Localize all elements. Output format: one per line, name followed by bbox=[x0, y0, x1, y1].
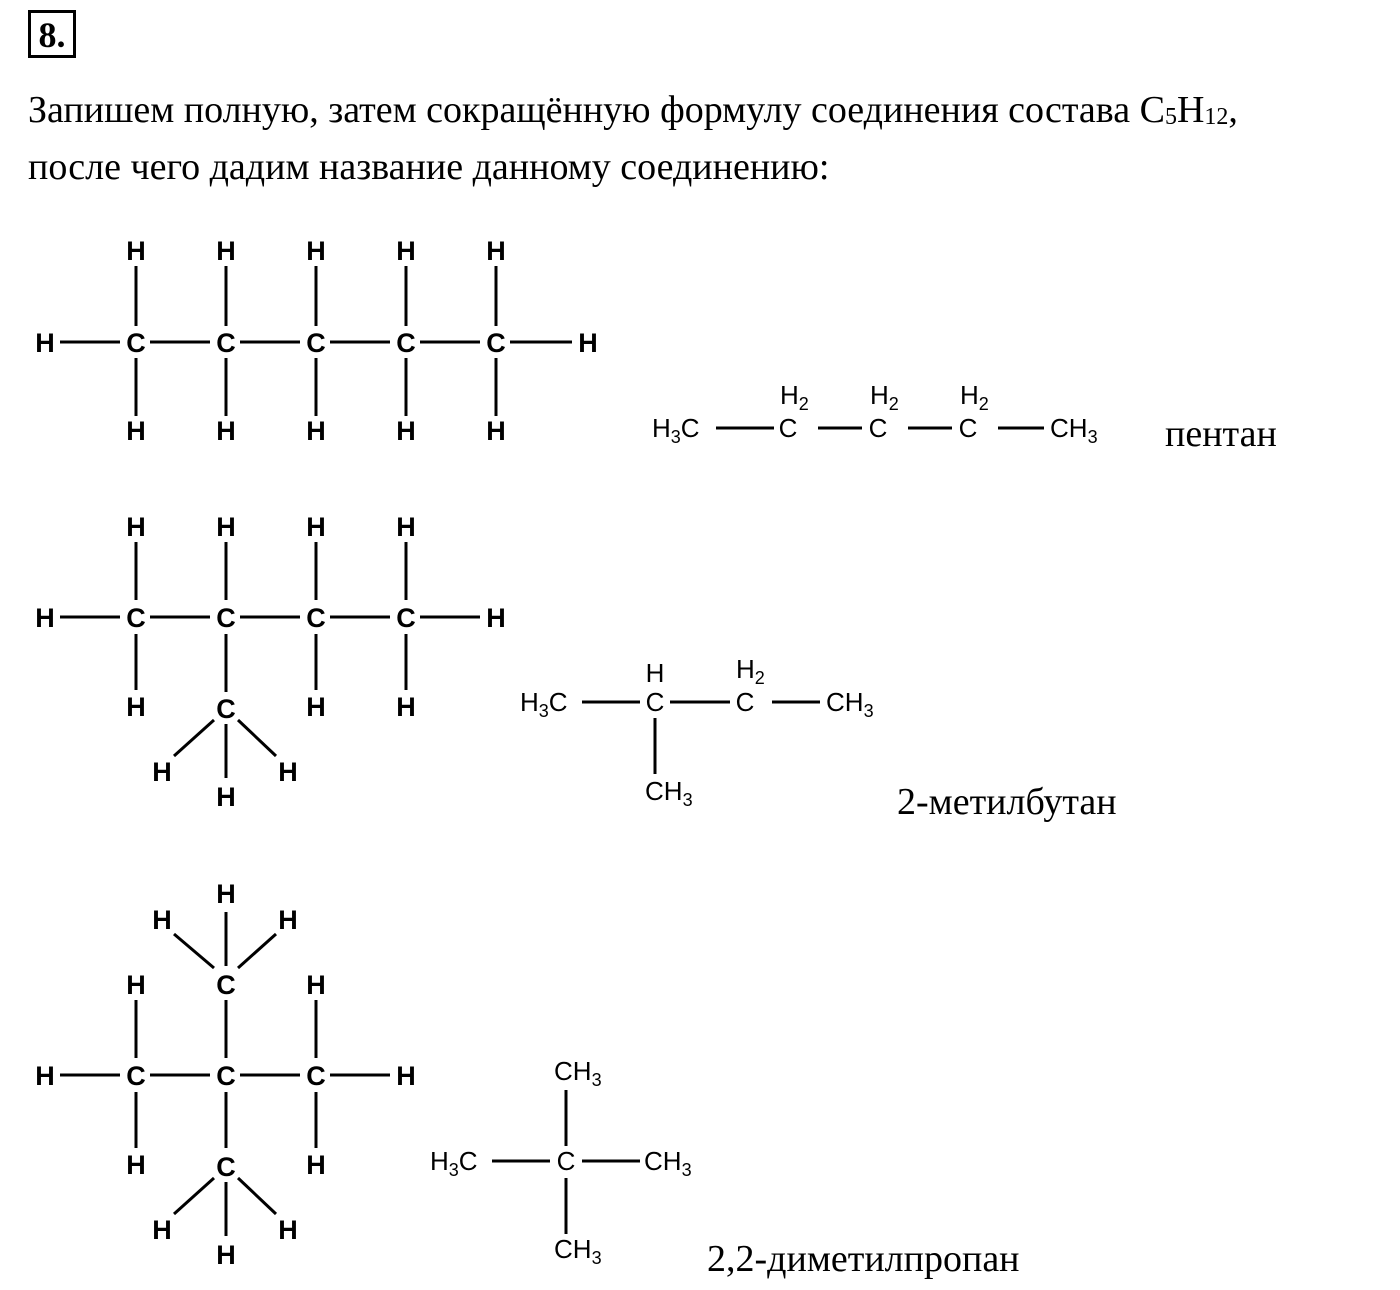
atom-h: H bbox=[396, 692, 416, 722]
atom-h: H bbox=[306, 416, 326, 446]
atom-h: H bbox=[126, 970, 146, 1000]
atom-h: H bbox=[126, 1150, 146, 1180]
atom-h: H bbox=[126, 692, 146, 722]
atom-h: H bbox=[278, 757, 298, 787]
atom-h: H bbox=[306, 692, 326, 722]
pentane-condensed-formula: H3C C H2 C H2 C H2 CH3 bbox=[652, 380, 1098, 447]
atom-c: C bbox=[306, 1061, 326, 1091]
atom-h: H bbox=[396, 1061, 416, 1091]
group-h2: H2 bbox=[870, 380, 899, 414]
atom-c: C bbox=[736, 687, 755, 717]
atom-c: C bbox=[216, 1152, 236, 1182]
atom-c: C bbox=[557, 1146, 576, 1176]
group-ch3: CH3 bbox=[1050, 413, 1098, 447]
atom-h: H bbox=[126, 416, 146, 446]
atom-h: H bbox=[486, 236, 506, 266]
atom-h: H bbox=[216, 1240, 236, 1270]
atom-h: H bbox=[278, 1215, 298, 1245]
group-h2: H2 bbox=[960, 380, 989, 414]
methylbutane-full-formula: H C C C C H H H H H H C H H H H H bbox=[35, 512, 506, 812]
atom-c: C bbox=[216, 603, 236, 633]
atom-c: C bbox=[396, 328, 416, 358]
atom-h: H bbox=[126, 236, 146, 266]
atom-c: C bbox=[306, 328, 326, 358]
bond bbox=[173, 932, 215, 970]
bond bbox=[236, 1176, 278, 1216]
bond bbox=[236, 932, 278, 970]
atom-c: C bbox=[216, 1061, 236, 1091]
atom-h: H bbox=[35, 1061, 55, 1091]
atom-h: H bbox=[216, 879, 236, 909]
atom-c: C bbox=[216, 328, 236, 358]
atom-h: H bbox=[306, 970, 326, 1000]
compound-name-pentane: пентан bbox=[1165, 413, 1277, 455]
intro-line-2: после чего дадим название данному соедин… bbox=[28, 146, 830, 188]
group-ch3: CH3 bbox=[554, 1056, 602, 1090]
atom-c: C bbox=[126, 1061, 146, 1091]
atom-h: H bbox=[278, 905, 298, 935]
atom-h: H bbox=[578, 328, 598, 358]
atom-h: H bbox=[152, 1215, 172, 1245]
bond bbox=[236, 718, 278, 758]
atom-c: C bbox=[126, 328, 146, 358]
atom-c: C bbox=[126, 603, 146, 633]
dimethylpropane-condensed-formula: CH3 H3C C CH3 CH3 bbox=[430, 1056, 692, 1268]
group-h3c: H3C bbox=[520, 687, 568, 721]
atom-h: H bbox=[396, 236, 416, 266]
group-h3c: H3C bbox=[652, 413, 700, 447]
group-ch3: CH3 bbox=[644, 1146, 692, 1180]
atom-h: H bbox=[396, 416, 416, 446]
atom-h: H bbox=[216, 782, 236, 812]
intro-line-1: Запишем полную, затем сокращённую формул… bbox=[28, 89, 1238, 131]
atom-h: H bbox=[216, 416, 236, 446]
group-h2: H2 bbox=[780, 380, 809, 414]
atom-c: C bbox=[959, 413, 978, 443]
bond bbox=[172, 718, 216, 758]
compound-name-methylbutane: 2-метилбутан bbox=[897, 781, 1117, 823]
atom-h: H bbox=[306, 236, 326, 266]
dimethylpropane-full-formula: H H H C H H H C C C H H C H H H H bbox=[35, 879, 416, 1270]
intro-text: Запишем полную, затем сокращённую формул… bbox=[28, 84, 1388, 193]
atom-h: H bbox=[306, 512, 326, 542]
atom-c: C bbox=[306, 603, 326, 633]
atom-h: H bbox=[35, 328, 55, 358]
atom-c: C bbox=[869, 413, 888, 443]
group-h2: H2 bbox=[736, 654, 765, 688]
atom-c: C bbox=[396, 603, 416, 633]
group-ch3: CH3 bbox=[645, 776, 693, 810]
atom-h: H bbox=[486, 416, 506, 446]
atom-h: H bbox=[152, 905, 172, 935]
atom-c: C bbox=[779, 413, 798, 443]
methylbutane-condensed-formula: H3C C H C H2 CH3 CH3 bbox=[520, 654, 874, 810]
atom-h: H bbox=[216, 236, 236, 266]
atom-h: H bbox=[396, 512, 416, 542]
atom-c: C bbox=[216, 694, 236, 724]
atom-h: H bbox=[646, 658, 665, 688]
atom-c: C bbox=[486, 328, 506, 358]
atom-h: H bbox=[486, 603, 506, 633]
group-ch3: CH3 bbox=[826, 687, 874, 721]
pentane-full-formula: H C C C C C H H H H H H H H H H H bbox=[35, 236, 598, 446]
atom-c: C bbox=[216, 970, 236, 1000]
atom-h: H bbox=[306, 1150, 326, 1180]
problem-number: 8. bbox=[28, 10, 76, 58]
group-h3c: H3C bbox=[430, 1146, 478, 1180]
atom-c: C bbox=[646, 687, 665, 717]
group-ch3: CH3 bbox=[554, 1234, 602, 1268]
compound-name-dimethylpropane: 2,2-диметилпропан bbox=[707, 1238, 1020, 1280]
atom-h: H bbox=[35, 603, 55, 633]
atom-h: H bbox=[216, 512, 236, 542]
atom-h: H bbox=[152, 757, 172, 787]
bond bbox=[172, 1176, 216, 1216]
atom-h: H bbox=[126, 512, 146, 542]
